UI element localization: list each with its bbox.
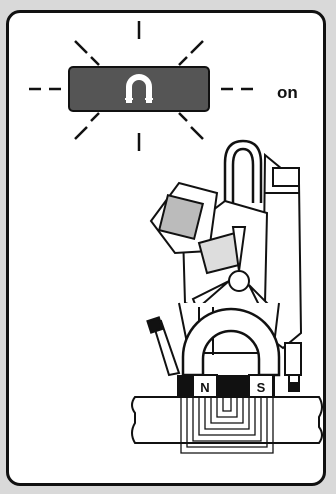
steel-plate: [132, 397, 322, 443]
adjustment-knob: [147, 317, 179, 375]
magnet-north-label: N: [200, 380, 209, 395]
magnet-south-label: S: [257, 380, 266, 395]
magnet-indicator-light: [69, 67, 209, 111]
instruction-illustration: N S: [9, 13, 326, 486]
instruction-card: on: [6, 10, 326, 486]
drill-motor-body: [151, 183, 267, 323]
